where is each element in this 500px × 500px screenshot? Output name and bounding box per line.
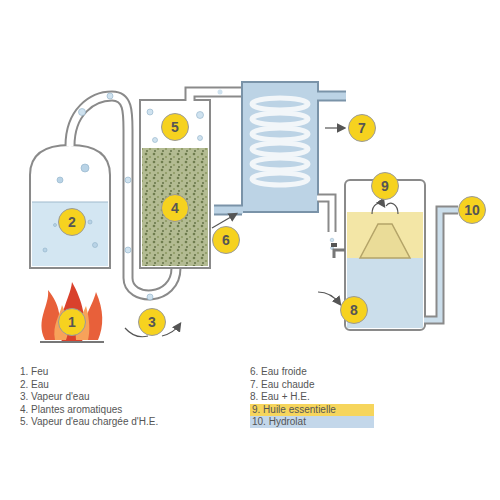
legend-item: 7. Eau chaude xyxy=(250,379,315,391)
callout-number: 7 xyxy=(358,121,366,135)
callout-number: 1 xyxy=(68,315,76,329)
legend-text: 10. Hydrolat xyxy=(252,416,306,427)
legend-item: 1. Feu xyxy=(20,366,48,378)
callout-number: 6 xyxy=(222,233,230,247)
callout-number: 2 xyxy=(68,215,76,229)
legend-text: 6. Eau froide xyxy=(250,366,307,377)
callout-circle: 5 xyxy=(161,113,189,141)
legend-text: 8. Eau + H.E. xyxy=(250,391,310,402)
callout-circle: 6 xyxy=(212,226,240,254)
legend-text: 4. Plantes aromatiques xyxy=(20,404,122,415)
legend-item: 8. Eau + H.E. xyxy=(250,391,310,403)
callout-number: 8 xyxy=(350,303,358,317)
callout-number: 9 xyxy=(381,179,389,193)
callout-circle: 9 xyxy=(371,172,399,200)
legend-text: 3. Vapeur d'eau xyxy=(20,391,90,402)
callout-circle: 7 xyxy=(348,114,376,142)
legend-item: 6. Eau froide xyxy=(250,366,307,378)
legend-item: 5. Vapeur d'eau chargée d'H.E. xyxy=(20,416,158,428)
legend-text: 7. Eau chaude xyxy=(250,379,315,390)
legend-item: 4. Plantes aromatiques xyxy=(20,404,122,416)
callout-number: 10 xyxy=(464,203,480,217)
callout-circle: 4 xyxy=(161,194,189,222)
boiler-water xyxy=(32,202,108,266)
plant-column xyxy=(140,100,210,268)
legend-item: 3. Vapeur d'eau xyxy=(20,391,90,403)
oil-layer xyxy=(347,212,423,258)
boiler xyxy=(30,145,110,268)
legend-item: 2. Eau xyxy=(20,379,49,391)
fire xyxy=(40,282,104,342)
legend-text: 5. Vapeur d'eau chargée d'H.E. xyxy=(20,416,158,427)
callout-number: 3 xyxy=(148,315,156,329)
cooling-coil xyxy=(252,98,308,185)
legend-swatch: 9. Huile essentielle xyxy=(250,404,374,416)
aromatic-plants xyxy=(142,148,208,266)
legend-text: 2. Eau xyxy=(20,379,49,390)
callout-circle: 10 xyxy=(458,196,486,224)
legend-swatch: 10. Hydrolat xyxy=(250,416,374,428)
callout-circle: 2 xyxy=(58,208,86,236)
callout-number: 5 xyxy=(171,120,179,134)
callout-circle: 3 xyxy=(138,308,166,336)
cone xyxy=(360,224,410,258)
callout-circle: 8 xyxy=(340,296,368,324)
legend-text: 9. Huile essentielle xyxy=(252,404,336,415)
legend-text: 1. Feu xyxy=(20,366,48,377)
legend-item: 10. Hydrolat xyxy=(250,416,374,428)
legend-item: 9. Huile essentielle xyxy=(250,404,374,416)
callout-circle: 1 xyxy=(58,308,86,336)
separator xyxy=(345,180,425,330)
condenser xyxy=(242,82,318,212)
callout-number: 4 xyxy=(171,201,179,215)
